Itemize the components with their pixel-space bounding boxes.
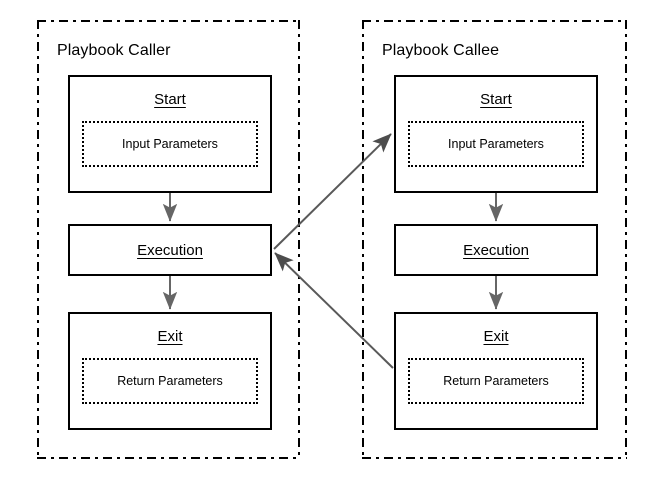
panel-border-left (362, 20, 364, 459)
param-label-caller-start-input: Input Parameters (122, 137, 218, 151)
node-caller-exit[interactable]: Exit Return Parameters (68, 312, 272, 430)
panel-border-left (37, 20, 39, 459)
param-box-callee-start-input: Input Parameters (408, 121, 584, 167)
node-callee-start[interactable]: Start Input Parameters (394, 75, 598, 193)
panel-title-callee: Playbook Callee (382, 42, 500, 59)
node-callee-exit[interactable]: Exit Return Parameters (394, 312, 598, 430)
node-title-caller-execution: Execution (137, 241, 203, 259)
param-label-callee-exit-return: Return Parameters (443, 374, 549, 388)
param-label-callee-start-input: Input Parameters (448, 137, 544, 151)
param-box-callee-exit-return: Return Parameters (408, 358, 584, 404)
node-callee-execution[interactable]: Execution (394, 224, 598, 276)
panel-title-caller: Playbook Caller (57, 42, 171, 59)
panel-border-top (362, 20, 627, 22)
panel-border-bottom (37, 457, 300, 459)
node-title-caller-exit: Exit (157, 328, 183, 345)
panel-border-right (298, 20, 300, 459)
node-title-callee-execution: Execution (463, 241, 529, 259)
node-caller-start[interactable]: Start Input Parameters (68, 75, 272, 193)
panel-border-right (625, 20, 627, 459)
panel-border-top (37, 20, 300, 22)
node-title-callee-start: Start (480, 91, 512, 108)
node-title-callee-exit: Exit (483, 328, 509, 345)
panel-border-bottom (362, 457, 627, 459)
node-caller-execution[interactable]: Execution (68, 224, 272, 276)
param-box-caller-exit-return: Return Parameters (82, 358, 258, 404)
param-box-caller-start-input: Input Parameters (82, 121, 258, 167)
param-label-caller-exit-return: Return Parameters (117, 374, 223, 388)
node-title-caller-start: Start (154, 91, 186, 108)
